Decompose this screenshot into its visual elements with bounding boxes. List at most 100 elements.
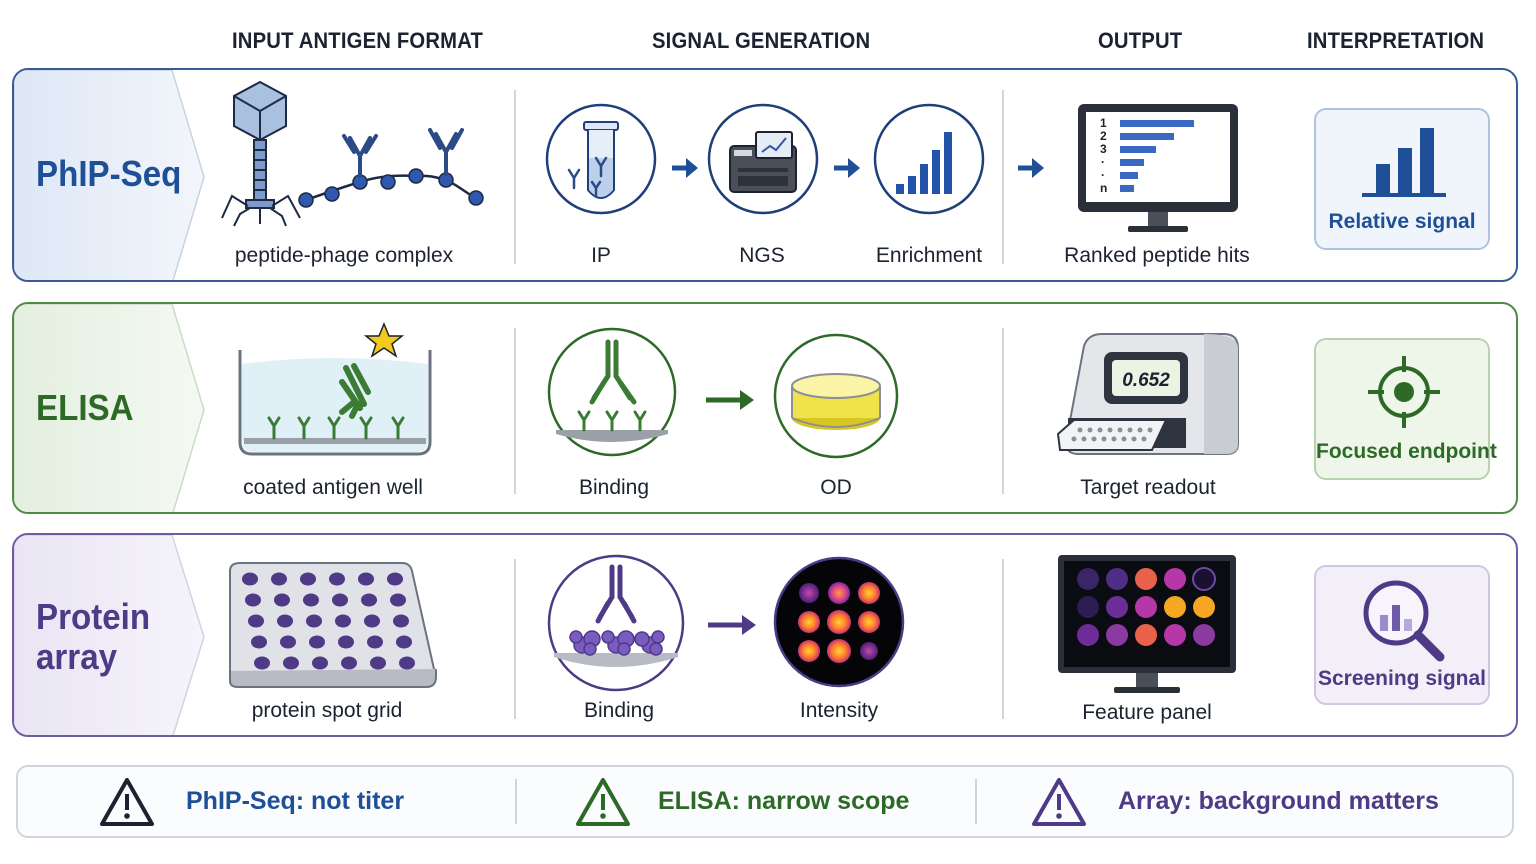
- protein-spot: [274, 593, 290, 607]
- phip-interpretation-card: Relative signal: [1314, 108, 1490, 250]
- warning-array: Array: background matters: [1030, 767, 1439, 836]
- protein-spot: [271, 572, 287, 586]
- array-binding-icon: [547, 554, 685, 692]
- rank-1: 1: [1100, 116, 1107, 130]
- array-separator-2: [1002, 559, 1004, 719]
- ranked-hits-monitor-icon: 1 2 3 · · n: [1078, 104, 1238, 232]
- protein-spot: [396, 635, 412, 649]
- intensity-spots-icon: [773, 556, 905, 688]
- bar-chart-icon: [1362, 128, 1446, 197]
- protein-spot-grid-icon: [229, 562, 437, 688]
- protein-spot: [358, 572, 374, 586]
- warning-separator-2: [975, 779, 977, 824]
- array-step-intensity-label: Intensity: [799, 699, 879, 722]
- step-ip-label: IP: [591, 244, 611, 267]
- protein-spot: [248, 614, 264, 628]
- rank-dot-1: ·: [1101, 155, 1105, 169]
- row-elisa: ELISA coated antigen well: [12, 302, 1518, 514]
- protein-spot: [390, 593, 406, 607]
- target-icon: [1368, 356, 1440, 428]
- arrow-right-icon: [672, 158, 698, 178]
- plate-reader-icon: 0.652: [1056, 333, 1239, 455]
- binding-icon: [547, 327, 677, 457]
- arrow-right-icon: [834, 158, 860, 178]
- protein-spot: [370, 656, 386, 670]
- phage-peptide-icon: [221, 80, 484, 227]
- array-input-label: protein spot grid: [251, 699, 403, 722]
- protein-spot: [364, 614, 380, 628]
- coated-well-icon: [238, 322, 432, 456]
- phip-separator-1: [514, 90, 516, 264]
- protein-spot: [254, 656, 270, 670]
- protein-spot: [283, 656, 299, 670]
- header-input-antigen-format: INPUT ANTIGEN FORMAT: [232, 28, 484, 53]
- elisa-separator-1: [514, 328, 516, 494]
- elisa-title: ELISA: [36, 387, 134, 428]
- protein-spot: [280, 635, 296, 649]
- elisa-input-label: coated antigen well: [243, 476, 423, 499]
- array-separator-1: [514, 559, 516, 719]
- phip-interpretation-text: Relative signal: [1328, 210, 1476, 233]
- protein-spot: [399, 656, 415, 670]
- warning-elisa: ELISA: narrow scope: [574, 767, 909, 836]
- row-protein-array: Protein array protein spot grid Binding: [12, 533, 1518, 737]
- phip-seq-tag: PhIP-Seq: [14, 70, 205, 280]
- protein-spot: [306, 614, 322, 628]
- warning-triangle-icon: [576, 777, 630, 826]
- elisa-output-label: Target readout: [1080, 476, 1216, 499]
- magnifier-chart-icon: [1363, 580, 1445, 662]
- step-binding-label: Binding: [578, 476, 650, 499]
- elisa-separator-2: [1002, 328, 1004, 494]
- header-output: OUTPUT: [1098, 28, 1183, 53]
- elisa-interpretation-card: Focused endpoint: [1314, 338, 1497, 480]
- phip-seq-title: PhIP-Seq: [36, 153, 182, 194]
- protein-array-title-line2: array: [36, 636, 118, 677]
- phip-separator-2: [1002, 90, 1004, 264]
- od-dish-icon: [773, 333, 899, 459]
- step-od-label: OD: [820, 476, 852, 499]
- header-interpretation: INTERPRETATION: [1307, 28, 1485, 53]
- rank-3: 3: [1100, 142, 1107, 156]
- caveats-bar: PhIP-Seq: not titer ELISA: narrow scope …: [16, 765, 1514, 838]
- arrow-right-icon: [1018, 158, 1044, 178]
- protein-array-title-line1: Protein: [36, 596, 151, 637]
- protein-spot: [338, 635, 354, 649]
- protein-spot: [277, 614, 293, 628]
- header-signal-generation: SIGNAL GENERATION: [652, 28, 871, 53]
- protein-spot: [309, 635, 325, 649]
- warning-triangle-icon: [1032, 777, 1086, 826]
- protein-spot: [341, 656, 357, 670]
- protein-array-tag: Protein array: [14, 535, 205, 735]
- array-output-label: Feature panel: [1082, 701, 1212, 724]
- warning-triangle-icon: [100, 777, 154, 826]
- warning-elisa-text: ELISA: narrow scope: [658, 787, 910, 815]
- warning-separator-1: [515, 779, 517, 824]
- protein-spot: [332, 593, 348, 607]
- protein-spot: [303, 593, 319, 607]
- protein-spot: [312, 656, 328, 670]
- protein-spot: [329, 572, 345, 586]
- sequencer-icon: [707, 103, 819, 215]
- ip-tube-icon: [545, 103, 657, 215]
- protein-spot: [361, 593, 377, 607]
- phip-output-label: Ranked peptide hits: [1064, 244, 1250, 267]
- protein-spot: [393, 614, 409, 628]
- protein-spot: [367, 635, 383, 649]
- row-phip-seq: PhIP-Seq peptide-phage complex: [12, 68, 1518, 282]
- protein-spot: [387, 572, 403, 586]
- rank-2: 2: [1100, 129, 1107, 143]
- step-ngs-label: NGS: [739, 244, 785, 267]
- elisa-interpretation-text: Focused endpoint: [1316, 440, 1497, 463]
- array-interpretation-card: Screening signal: [1314, 565, 1490, 705]
- protein-spot: [335, 614, 351, 628]
- protein-spot: [245, 593, 261, 607]
- rank-dot-2: ·: [1101, 168, 1105, 182]
- protein-spot: [300, 572, 316, 586]
- phip-input-label: peptide-phage complex: [234, 244, 454, 267]
- od-readout-value: 0.652: [1122, 370, 1170, 391]
- arrow-right-icon: [706, 390, 754, 410]
- protein-spot: [251, 635, 267, 649]
- warning-phip-text: PhIP-Seq: not titer: [186, 787, 405, 815]
- array-interpretation-text: Screening signal: [1317, 667, 1487, 690]
- feature-panel-monitor-icon: [1058, 555, 1236, 693]
